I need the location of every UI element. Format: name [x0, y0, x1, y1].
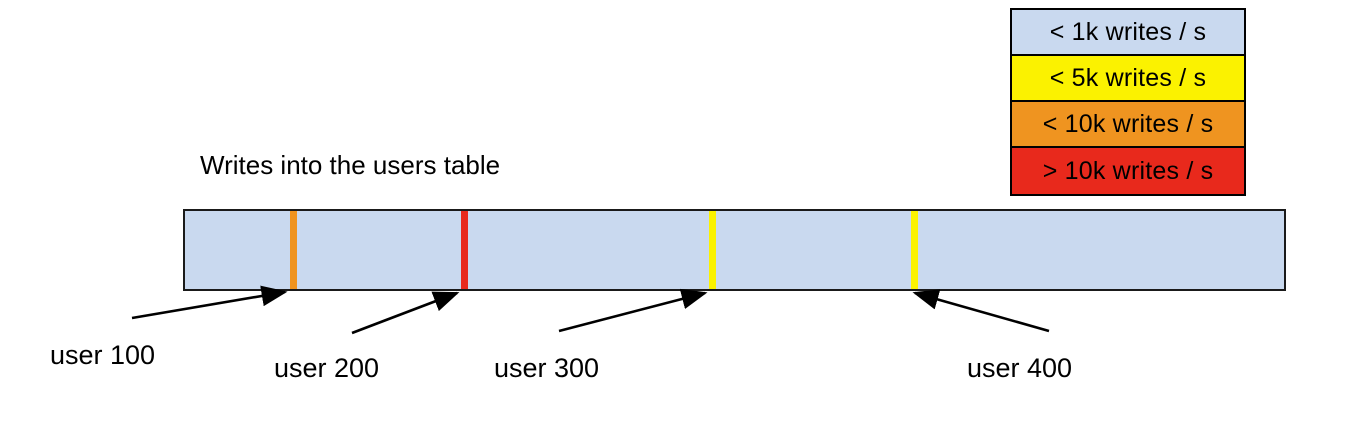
legend: < 1k writes / s < 5k writes / s < 10k wr… [1010, 8, 1246, 196]
arrow-user-300 [558, 288, 708, 333]
legend-row-under-10k: < 10k writes / s [1012, 102, 1244, 148]
arrow-user-400 [912, 289, 1050, 333]
legend-row-under-1k: < 1k writes / s [1012, 10, 1244, 56]
marker-user-200 [461, 211, 468, 289]
arrow-user-200 [351, 291, 460, 335]
label-user-300: user 300 [494, 353, 600, 383]
label-user-400: user 400 [967, 353, 1073, 383]
label-user-100: user 100 [50, 340, 156, 370]
marker-user-400 [911, 211, 918, 289]
legend-label-under-1k: < 1k writes / s [1049, 17, 1207, 46]
chart-title: Writes into the users table [200, 150, 501, 180]
users-table-bar [183, 209, 1286, 291]
label-user-200: user 200 [274, 353, 380, 383]
legend-label-under-5k: < 5k writes / s [1049, 63, 1207, 92]
legend-row-over-10k: > 10k writes / s [1012, 148, 1244, 194]
legend-row-under-5k: < 5k writes / s [1012, 56, 1244, 102]
legend-label-under-10k: < 10k writes / s [1042, 109, 1214, 138]
marker-user-100 [290, 211, 297, 289]
arrow-user-100 [131, 285, 288, 320]
legend-label-over-10k: > 10k writes / s [1042, 156, 1214, 185]
marker-user-300 [709, 211, 716, 289]
